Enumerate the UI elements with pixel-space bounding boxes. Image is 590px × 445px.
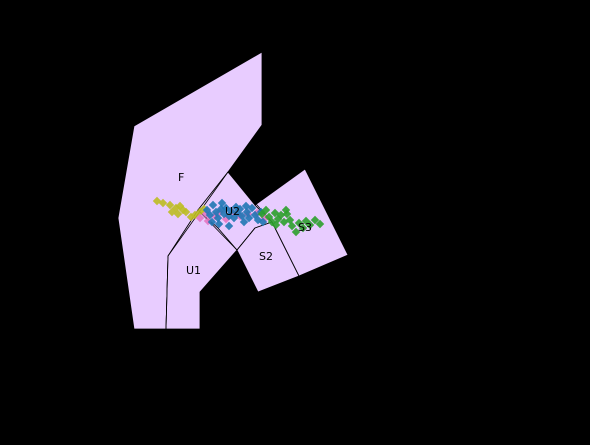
scatter-point <box>217 198 227 208</box>
scatter-point <box>178 205 188 215</box>
region-label-f: F <box>178 171 184 184</box>
scatter-point <box>298 223 308 233</box>
scatter-point <box>305 220 315 230</box>
scatter-point <box>258 217 268 227</box>
scatter-point <box>221 203 231 213</box>
scatter-point <box>270 208 280 218</box>
scatter-point <box>291 227 301 237</box>
scatter-point <box>210 211 220 221</box>
scatter-point <box>244 213 254 223</box>
scatter-point <box>165 200 175 210</box>
scatter-point <box>301 216 311 226</box>
region-label-u2: U2 <box>225 205 240 218</box>
scatter-point <box>214 219 224 229</box>
scatter-point <box>195 213 205 223</box>
scatter-point <box>224 221 234 231</box>
boundary-f-u1 <box>165 171 229 330</box>
scatter-point <box>205 210 215 220</box>
scatter-point <box>294 218 304 228</box>
scatter-point <box>241 201 251 211</box>
scatter-point <box>229 213 239 223</box>
scatter-point <box>237 211 247 221</box>
scatter-point <box>279 217 289 227</box>
scatter-point <box>202 205 212 215</box>
scatter-point <box>271 220 281 230</box>
scatter-point <box>171 203 181 213</box>
scatter-point <box>242 207 252 217</box>
scatter-point <box>253 215 263 225</box>
region-label-s3: S3 <box>298 221 312 234</box>
scatter-point <box>273 214 283 224</box>
scatter-point <box>219 209 229 219</box>
region-label-u1: U1 <box>186 264 201 277</box>
scatter-point <box>213 213 223 223</box>
scatter-point <box>235 204 245 214</box>
scatter-point <box>221 214 231 224</box>
scatter-point <box>224 211 234 221</box>
scatter-point <box>158 198 168 208</box>
scatter-point <box>216 204 226 214</box>
scatter-point <box>285 215 295 225</box>
scatter-point <box>310 215 320 225</box>
scatter-point <box>261 205 271 215</box>
scatter-point <box>208 200 218 210</box>
scatter-point <box>315 219 325 229</box>
scatter-point <box>231 202 241 212</box>
scatter-point <box>232 208 242 218</box>
scatter-point <box>211 207 221 217</box>
region-label-s2: S2 <box>259 250 273 263</box>
scatter-point <box>226 206 236 216</box>
scatter-points <box>152 196 325 237</box>
scatter-point <box>167 207 177 217</box>
scatter-point <box>257 209 267 219</box>
scatter-point <box>173 209 183 219</box>
scatter-point <box>276 210 286 220</box>
scatter-point <box>203 216 213 226</box>
scatter-point <box>267 217 277 227</box>
scatter-point <box>260 213 270 223</box>
scatter-point <box>152 196 162 206</box>
scatter-point <box>175 201 185 211</box>
scatter-point <box>201 209 211 219</box>
scatter-point <box>287 221 297 231</box>
scatter-point <box>195 207 205 217</box>
scatter-point <box>239 217 249 227</box>
scatter-point <box>190 210 200 220</box>
scatter-point <box>264 212 274 222</box>
scatter-point <box>181 207 191 217</box>
scatter-point <box>281 205 291 215</box>
scatter-point <box>207 217 217 227</box>
scatter-point <box>250 210 260 220</box>
scatter-point <box>186 212 196 222</box>
scatter-point <box>282 209 292 219</box>
